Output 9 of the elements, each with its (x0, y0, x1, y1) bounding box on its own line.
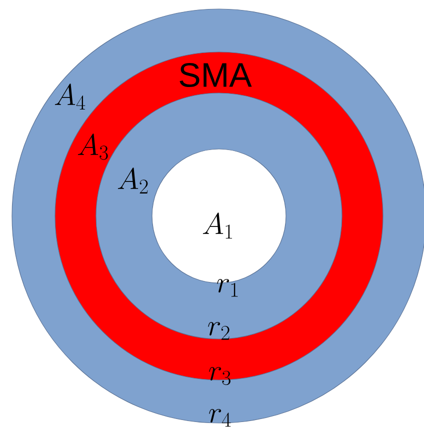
area-label: $A_3$ (78, 134, 108, 160)
area-label: $A_1$ (202, 212, 232, 238)
radius-label: $r_2$ (208, 322, 230, 340)
radius-label: $r_4$ (209, 408, 231, 427)
area-label: $A_4$ (54, 84, 86, 110)
ring-label: SMA (180, 62, 252, 88)
radius-label: $r_1$ (217, 278, 238, 297)
area-label: $A_2$ (118, 168, 148, 194)
radius-label: $r_3$ (209, 366, 230, 386)
